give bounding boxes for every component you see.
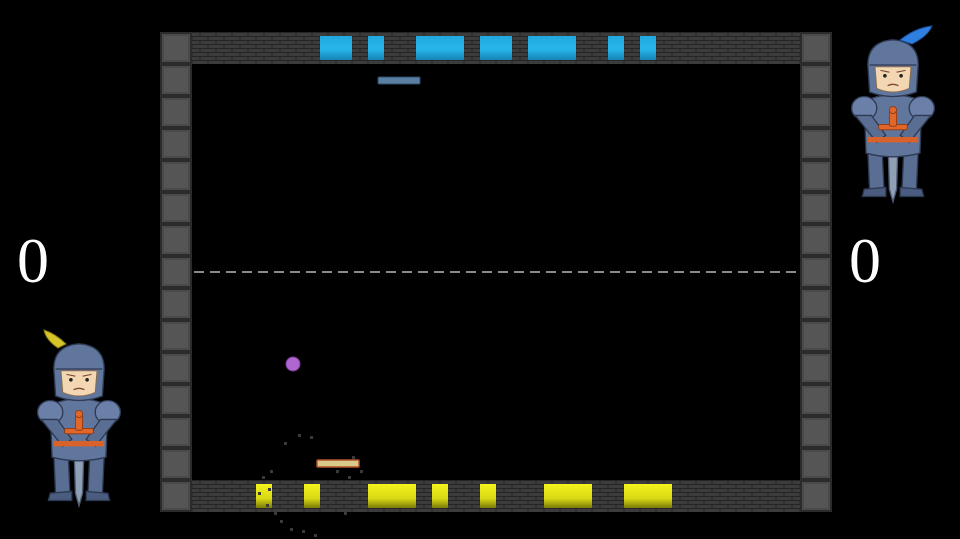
right-stone-wall	[800, 32, 832, 512]
top-goal-segment	[320, 36, 352, 60]
particle	[290, 528, 293, 531]
particle	[310, 436, 313, 439]
stone-block	[160, 448, 192, 480]
particle	[302, 530, 305, 533]
particle	[268, 488, 271, 491]
bottom-goal-segment	[368, 484, 416, 508]
stone-block	[800, 288, 832, 320]
right-score: 0	[849, 225, 881, 296]
paddle-particles	[258, 434, 363, 537]
stone-block	[800, 96, 832, 128]
stone-block	[160, 416, 192, 448]
particle	[258, 492, 261, 495]
particle	[352, 456, 355, 459]
particle	[344, 512, 347, 515]
top-goal-segment	[528, 36, 576, 60]
bottom-goal-wall	[192, 480, 800, 512]
stone-block	[800, 224, 832, 256]
blue-plume-icon	[898, 25, 933, 45]
stone-block	[160, 64, 192, 96]
stone-block	[160, 288, 192, 320]
stone-block	[160, 160, 192, 192]
particle	[262, 476, 265, 479]
stone-block	[160, 256, 192, 288]
stone-block	[800, 384, 832, 416]
particle	[330, 500, 333, 503]
stone-block	[160, 352, 192, 384]
particle	[348, 476, 351, 479]
bottom-goal-segment	[256, 484, 272, 508]
stone-block	[160, 384, 192, 416]
left-stone-wall	[160, 32, 192, 512]
stone-block	[160, 224, 192, 256]
particle	[266, 504, 269, 507]
bottom-goal-segment	[624, 484, 672, 508]
stone-block	[160, 128, 192, 160]
top-goal-segment	[608, 36, 624, 60]
stone-block	[800, 480, 832, 512]
stone-block	[800, 416, 832, 448]
particle	[280, 520, 283, 523]
top-goal-wall	[192, 32, 800, 64]
stone-block	[800, 352, 832, 384]
particle	[360, 470, 363, 473]
bottom-goal-segment	[544, 484, 592, 508]
stone-block	[160, 320, 192, 352]
stone-block	[800, 256, 832, 288]
stone-block	[800, 192, 832, 224]
stone-block	[800, 320, 832, 352]
particle	[284, 442, 287, 445]
stone-block	[160, 192, 192, 224]
bottom-goal-segments	[256, 484, 672, 508]
stone-block	[800, 448, 832, 480]
top-goal-segment	[368, 36, 384, 60]
particle	[276, 496, 279, 499]
bottom-paddle	[316, 459, 360, 468]
particle	[314, 534, 317, 537]
particle	[298, 434, 301, 437]
yellow-plume-icon	[43, 329, 67, 349]
stone-block	[800, 32, 832, 64]
stone-block	[160, 32, 192, 64]
bottom-player-knight-icon	[36, 329, 122, 507]
bottom-goal-segment	[480, 484, 496, 508]
top-paddle	[377, 76, 421, 85]
top-goal-segments	[320, 36, 656, 60]
stone-block	[800, 64, 832, 96]
particle	[274, 512, 277, 515]
top-goal-segment	[480, 36, 512, 60]
stone-block	[800, 128, 832, 160]
top-goal-segment	[416, 36, 464, 60]
bottom-goal-segment	[432, 484, 448, 508]
ball	[285, 356, 301, 372]
bottom-goal-segment	[304, 484, 320, 508]
top-player-knight-icon	[850, 25, 936, 203]
left-score: 0	[17, 225, 49, 296]
stone-block	[160, 96, 192, 128]
stone-block	[160, 480, 192, 512]
particle	[336, 470, 339, 473]
top-goal-segment	[640, 36, 656, 60]
stone-block	[800, 160, 832, 192]
particle	[270, 470, 273, 473]
